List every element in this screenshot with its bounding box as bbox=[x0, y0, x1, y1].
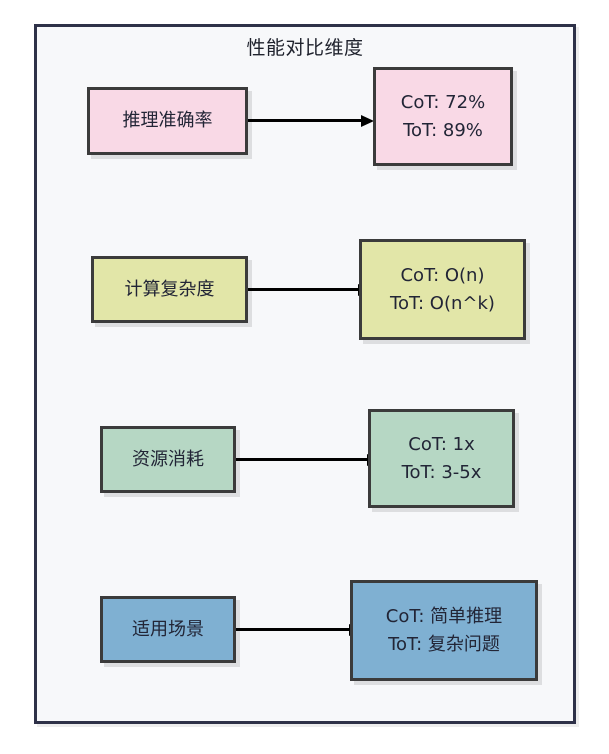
result-node-accuracy[interactable]: CoT: 72% ToT: 89% bbox=[373, 67, 513, 166]
arrow-shaft bbox=[236, 628, 349, 631]
dimension-label-accuracy: 推理准确率 bbox=[122, 110, 213, 131]
arrow-resource bbox=[236, 454, 380, 466]
arrow-accuracy bbox=[248, 115, 374, 127]
dimension-label-resource: 资源消耗 bbox=[132, 448, 204, 470]
result-complexity-tot: ToT: O(n^k) bbox=[390, 292, 495, 314]
page-title: 性能对比维度 bbox=[246, 37, 364, 59]
dimension-node-scenario[interactable]: 适用场景 bbox=[100, 596, 236, 663]
result-node-complexity[interactable]: CoT: O(n) ToT: O(n^k) bbox=[359, 239, 526, 340]
result-accuracy-tot: ToT: 89% bbox=[403, 119, 483, 141]
dimension-label-complexity: 计算复杂度 bbox=[124, 278, 215, 300]
arrow-complexity bbox=[248, 284, 371, 296]
result-node-scenario[interactable]: CoT: 简单推理 ToT: 复杂问题 bbox=[350, 580, 538, 681]
result-accuracy-cot: CoT: 72% bbox=[400, 91, 486, 113]
arrow-scenario bbox=[236, 624, 362, 636]
result-complexity-cot: CoT: O(n) bbox=[400, 264, 485, 286]
arrow-shaft bbox=[236, 458, 367, 461]
result-node-resource[interactable]: CoT: 1x ToT: 3-5x bbox=[368, 409, 515, 508]
dimension-node-resource[interactable]: 资源消耗 bbox=[100, 426, 236, 493]
arrow-shaft bbox=[248, 119, 361, 122]
diagram-frame: 性能对比维度 推理准确率 CoT: 72% ToT: 89% 计算复杂度 CoT… bbox=[34, 24, 576, 724]
result-resource-cot: CoT: 1x bbox=[408, 433, 475, 455]
result-scenario-tot: ToT: 复杂问题 bbox=[388, 633, 500, 655]
dimension-node-complexity[interactable]: 计算复杂度 bbox=[91, 256, 248, 323]
result-scenario-cot: CoT: 简单推理 bbox=[385, 605, 503, 627]
dimension-label-scenario: 适用场景 bbox=[132, 618, 204, 640]
result-resource-tot: ToT: 3-5x bbox=[401, 461, 482, 483]
arrow-head-icon bbox=[361, 115, 374, 127]
arrow-shaft bbox=[248, 288, 358, 291]
dimension-node-accuracy[interactable]: 推理准确率 bbox=[87, 87, 248, 155]
